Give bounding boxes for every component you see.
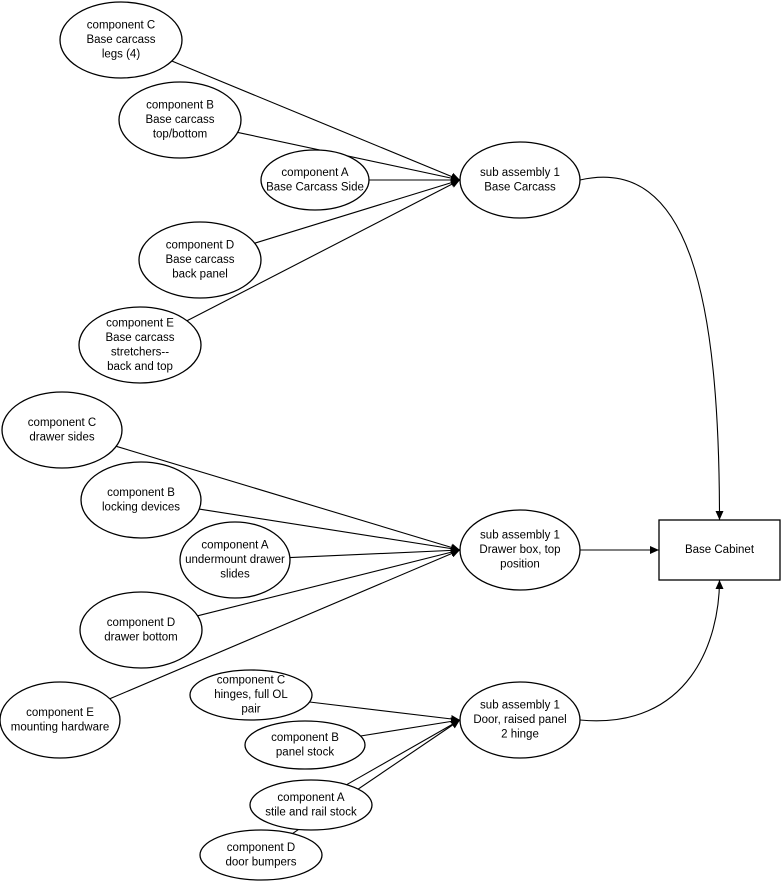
node-label-line: component A — [281, 167, 348, 179]
node-sa2: sub assembly 1 Drawer box, top position — [459, 509, 581, 591]
node-ellipse — [59, 1, 183, 79]
node-label-line: hinges, full OL — [214, 689, 288, 701]
node-label-line: Base carcass — [86, 34, 155, 46]
node-label-line: locking devices — [102, 501, 180, 513]
node-label-line: 2 hinge — [501, 729, 539, 741]
node-label-line: component C — [28, 417, 96, 429]
node-label-line: drawer sides — [29, 431, 94, 443]
edge-c2C-to-sa2 — [116, 445, 461, 552]
node-label-line: panel stock — [276, 746, 334, 758]
edge-c3C-to-sa3 — [309, 701, 461, 723]
edge-c1C-to-sa1 — [171, 60, 461, 181]
node-label-line: sub assembly 1 — [480, 700, 560, 712]
node-label-line: sub assembly 1 — [480, 530, 560, 542]
node-ellipse — [79, 591, 203, 669]
node-box — [658, 519, 781, 581]
node-ellipse — [249, 779, 373, 831]
node-c3A: component A stile and rail stock — [249, 779, 373, 831]
edge-c2B-to-sa2 — [199, 508, 461, 553]
edge-c1D-to-sa1 — [254, 178, 461, 244]
node-c3D: component D door bumpers — [199, 829, 323, 881]
node-label-line: Base Carcass Side — [266, 181, 364, 193]
node-c3B: component B panel stock — [244, 720, 366, 770]
node-label-line: component B — [271, 732, 339, 744]
node-label-line: Base carcass — [165, 254, 234, 266]
node-label-line: Base carcass — [105, 332, 174, 344]
node-ellipse — [0, 681, 121, 759]
node-ellipse — [118, 81, 242, 159]
node-label-line: pair — [241, 704, 260, 716]
node-c1B: component B Base carcass top/bottom — [118, 81, 242, 159]
node-c2A: component A undermount drawer slides — [179, 521, 291, 599]
node-label-line: stile and rail stock — [265, 806, 357, 818]
node-label-line: mounting hardware — [11, 721, 109, 733]
node-label-line: legs (4) — [102, 49, 141, 61]
node-label-line: component D — [166, 240, 234, 252]
node-ellipse — [459, 141, 581, 219]
node-c1D: component D Base carcass back panel — [138, 221, 262, 299]
node-label-line: component B — [146, 100, 214, 112]
edge-c2E-to-sa2 — [109, 549, 461, 700]
node-label-line: slides — [220, 569, 250, 581]
node-ellipse — [1, 391, 123, 469]
node-label-line: undermount drawer — [185, 554, 285, 566]
node-c3C: component C hinges, full OL pair — [189, 669, 313, 721]
edge-sa1-to-cab — [579, 176, 724, 521]
node-label-line: component A — [201, 540, 268, 552]
edge-c3B-to-sa3 — [360, 717, 461, 737]
node-label-line: component E — [26, 707, 94, 719]
node-label-line: back and top — [107, 361, 173, 373]
node-ellipse — [260, 149, 370, 211]
node-c2D: component D drawer bottom — [79, 591, 203, 669]
node-ellipse — [138, 221, 262, 299]
node-ellipse — [78, 306, 202, 384]
node-label-line: top/bottom — [153, 129, 207, 141]
node-label-line: component D — [227, 842, 295, 854]
node-label-line: component E — [106, 317, 174, 329]
node-label-line: component B — [107, 487, 175, 499]
node-ellipse — [459, 681, 581, 759]
edges-layer — [109, 60, 724, 835]
node-label-line: door bumpers — [226, 856, 297, 868]
edge-sa3-to-cab — [579, 579, 724, 722]
node-label-line: component C — [217, 675, 285, 687]
node-ellipse — [179, 521, 291, 599]
node-label-line: sub assembly 1 — [480, 167, 560, 179]
node-c1C: component C Base carcass legs (4) — [59, 1, 183, 79]
edge-c2D-to-sa2 — [197, 548, 461, 617]
node-label-line: Base Cabinet — [685, 544, 755, 556]
node-c2E: component E mounting hardware — [0, 681, 121, 759]
node-sa3: sub assembly 1 Door, raised panel 2 hinge — [459, 681, 581, 759]
node-c1E: component E Base carcass stretchers-- back … — [78, 306, 202, 384]
node-c2B: component B locking devices — [80, 461, 202, 539]
node-label-line: component A — [277, 792, 344, 804]
edge-c1E-to-sa1 — [186, 179, 461, 322]
edge-c2A-to-sa2 — [289, 546, 461, 559]
node-label-line: back panel — [172, 269, 228, 281]
node-label-line: drawer bottom — [104, 631, 178, 643]
node-ellipse — [244, 720, 366, 770]
node-ellipse — [459, 509, 581, 591]
node-ellipse — [189, 669, 313, 721]
node-label-line: position — [500, 559, 540, 571]
node-label-line: Door, raised panel — [473, 714, 566, 726]
node-label-line: Base Carcass — [484, 181, 556, 193]
node-label-line: component C — [87, 20, 155, 32]
node-cab: Base Cabinet — [658, 519, 781, 581]
node-label-line: Drawer box, top — [479, 544, 560, 556]
node-ellipse — [199, 829, 323, 881]
node-c2C: component C drawer sides — [1, 391, 123, 469]
node-c1A: component A Base Carcass Side — [260, 149, 370, 211]
node-label-line: stretchers-- — [111, 346, 169, 358]
node-ellipse — [80, 461, 202, 539]
node-label-line: component D — [107, 617, 175, 629]
edge-c3A-to-sa3 — [346, 719, 461, 786]
node-label-line: Base carcass — [145, 114, 214, 126]
node-sa1: sub assembly 1 Base Carcass — [459, 141, 581, 219]
